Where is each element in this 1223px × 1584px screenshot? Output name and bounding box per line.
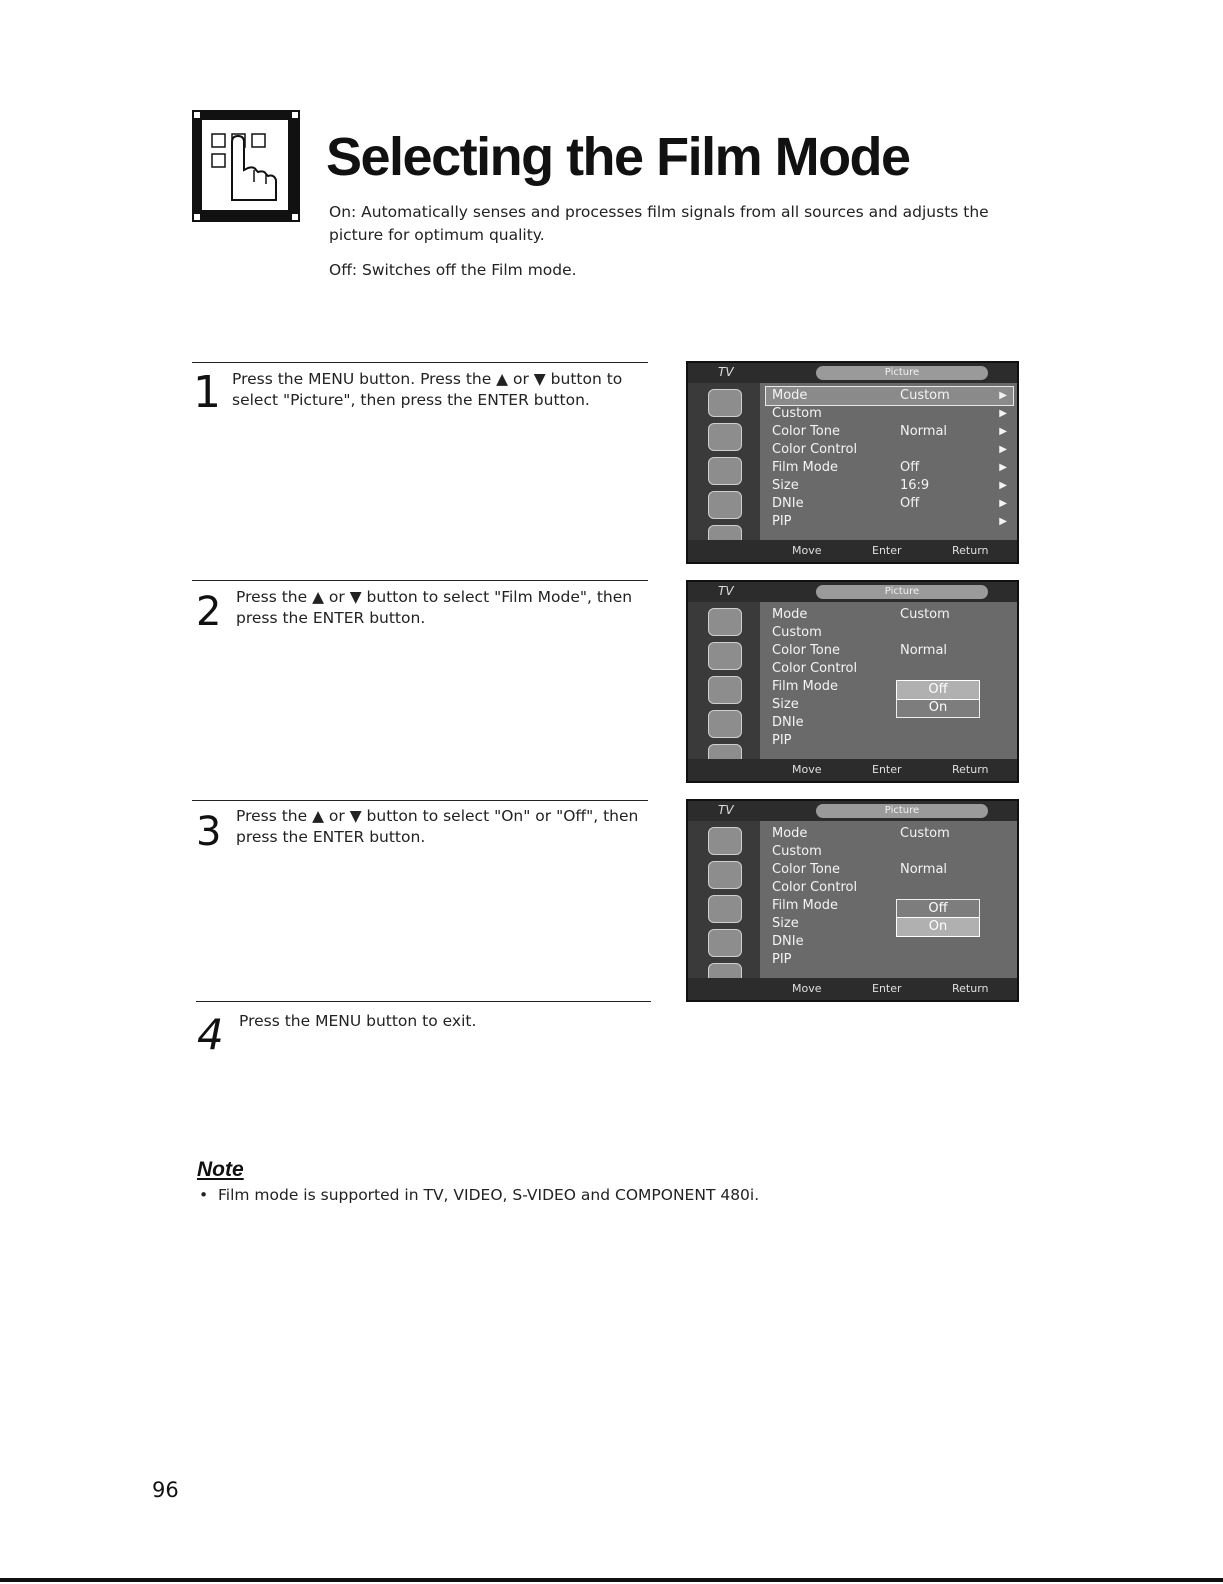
osd-row-size[interactable]: Size xyxy=(772,697,799,712)
picture-icon xyxy=(708,389,742,417)
osd-row-pip[interactable]: PIP xyxy=(772,952,792,967)
osd-footer: Move Enter Return xyxy=(688,978,1017,1000)
osd-menu-title: Picture xyxy=(816,585,988,599)
step-text: Press the MENU button. Press the ▲ or ▼ … xyxy=(232,370,623,409)
osd-menu-title: Picture xyxy=(816,366,988,380)
move-hint: Move xyxy=(792,982,822,995)
step-text: Press the ▲ or ▼ button to select "Film … xyxy=(236,588,633,627)
film-mode-options: Off On xyxy=(896,680,980,718)
step-number: 3 xyxy=(196,809,222,855)
option-off[interactable]: Off xyxy=(928,901,948,916)
menu-hand-icon xyxy=(192,110,300,222)
osd-menu-title: Picture xyxy=(816,804,988,818)
note-heading: Note xyxy=(197,1158,244,1181)
channel-icon xyxy=(708,676,742,704)
osd-row-film-mode[interactable]: Film Mode xyxy=(772,898,838,913)
enter-hint: Enter xyxy=(872,982,902,995)
picture-icon xyxy=(708,827,742,855)
step-divider xyxy=(192,580,648,581)
move-hint: Move xyxy=(792,544,822,557)
intro-off: Off: Switches off the Film mode. xyxy=(329,261,577,279)
osd-row-custom[interactable]: Custom xyxy=(772,625,822,640)
osd-row-film-mode[interactable]: Film Mode xyxy=(772,679,838,694)
osd-tv-label: TV xyxy=(718,584,734,598)
note-body: Film mode is supported in TV, VIDEO, S-V… xyxy=(218,1186,760,1204)
return-hint: Return xyxy=(952,763,989,776)
channel-icon xyxy=(708,895,742,923)
sound-icon xyxy=(708,642,742,670)
film-mode-options: Off On xyxy=(896,899,980,937)
sound-icon xyxy=(708,861,742,889)
osd-footer: Move Enter Return xyxy=(688,540,1017,562)
note-text: • Film mode is supported in TV, VIDEO, S… xyxy=(199,1186,759,1204)
page-number: 96 xyxy=(152,1478,179,1502)
return-hint: Return xyxy=(952,982,989,995)
sound-icon xyxy=(708,423,742,451)
osd-row-custom[interactable]: Custom xyxy=(772,844,822,859)
osd-row-dnie[interactable]: DNIe xyxy=(772,934,804,949)
osd-row-dnie[interactable]: DNIe xyxy=(772,715,804,730)
move-hint: Move xyxy=(792,763,822,776)
intro-on: On: Automatically senses and processes f… xyxy=(329,203,989,244)
osd-row-color-control[interactable]: Color Control xyxy=(772,880,858,895)
option-on[interactable]: On xyxy=(928,700,948,715)
bottom-rule xyxy=(0,1578,1223,1582)
step-number: 1 xyxy=(193,367,221,418)
setup-icon xyxy=(708,929,742,957)
picture-icon xyxy=(708,608,742,636)
osd-row-size[interactable]: Size xyxy=(772,916,799,931)
channel-icon xyxy=(708,457,742,485)
bullet: • xyxy=(199,1186,218,1204)
osd-row-pip[interactable]: PIP xyxy=(772,733,792,748)
step-text: Press the MENU button to exit. xyxy=(239,1012,477,1030)
enter-hint: Enter xyxy=(872,763,902,776)
step-number: 4 xyxy=(197,1010,224,1059)
step-text: Press the ▲ or ▼ button to select "On" o… xyxy=(236,807,639,846)
osd-row-custom[interactable]: Custom▶ xyxy=(772,406,1007,421)
step-divider xyxy=(196,1001,651,1002)
step-divider xyxy=(192,362,648,363)
osd-row-color-control[interactable]: Color Control xyxy=(772,661,858,676)
osd-row-color-control[interactable]: Color Control▶ xyxy=(772,442,1007,457)
setup-icon xyxy=(708,491,742,519)
osd-tv-label: TV xyxy=(718,803,734,817)
option-off[interactable]: Off xyxy=(896,680,980,700)
osd-tv-label: TV xyxy=(718,365,734,379)
intro-text: On: Automatically senses and processes f… xyxy=(329,201,1009,282)
step-divider xyxy=(192,800,648,801)
step-number: 2 xyxy=(196,589,222,635)
page-title: Selecting the Film Mode xyxy=(326,127,911,187)
enter-hint: Enter xyxy=(872,544,902,557)
setup-icon xyxy=(708,710,742,738)
return-hint: Return xyxy=(952,544,989,557)
osd-footer: Move Enter Return xyxy=(688,759,1017,781)
option-on[interactable]: On xyxy=(896,917,980,937)
osd-row-pip[interactable]: PIP▶ xyxy=(772,514,1007,529)
